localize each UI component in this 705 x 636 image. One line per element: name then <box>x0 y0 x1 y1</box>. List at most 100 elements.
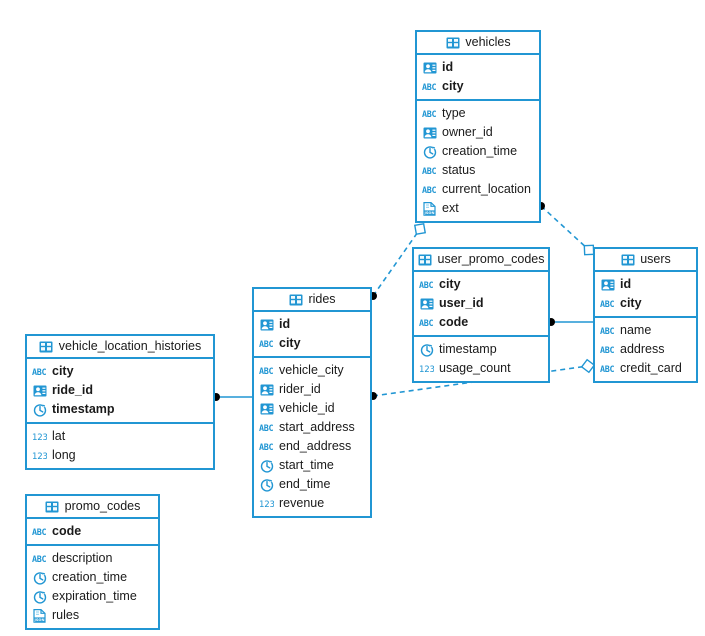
svg-text:ABC: ABC <box>600 299 614 309</box>
field-row-expiration_time[interactable]: expiration_time <box>27 587 158 606</box>
field-row-id[interactable]: id <box>417 58 539 77</box>
field-row-city[interactable]: ABC city <box>417 77 539 96</box>
field-name: type <box>442 106 466 121</box>
field-name: vehicle_id <box>279 401 335 416</box>
entity-table-users[interactable]: users id ABC city ABC name ABC address A… <box>593 247 698 383</box>
field-row-city[interactable]: ABC city <box>595 294 696 313</box>
field-row-vehicle_city[interactable]: ABC vehicle_city <box>254 361 370 380</box>
entity-header-promo_codes[interactable]: promo_codes <box>27 496 158 519</box>
field-row-id[interactable]: id <box>254 315 370 334</box>
field-row-user_id[interactable]: user_id <box>414 294 548 313</box>
entity-title: promo_codes <box>64 499 141 514</box>
entity-header-vehicles[interactable]: vehicles <box>417 32 539 55</box>
entity-header-vehicle_location_histories[interactable]: vehicle_location_histories <box>27 336 213 359</box>
field-row-current_location[interactable]: ABC current_location <box>417 180 539 199</box>
field-row-ride_id[interactable]: ride_id <box>27 381 213 400</box>
field-row-creation_time[interactable]: creation_time <box>27 568 158 587</box>
table-icon <box>445 35 460 50</box>
field-row-rider_id[interactable]: rider_id <box>254 380 370 399</box>
id-card-icon <box>600 277 615 292</box>
field-name: rules <box>52 608 80 623</box>
field-name: rider_id <box>279 382 321 397</box>
field-name: end_address <box>279 439 352 454</box>
field-row-city[interactable]: ABC city <box>414 275 548 294</box>
field-name: id <box>279 317 291 332</box>
field-row-end_address[interactable]: ABC end_address <box>254 437 370 456</box>
field-row-usage_count[interactable]: 123 usage_count <box>414 359 548 378</box>
abc-text-icon: ABC <box>422 79 437 94</box>
field-row-code[interactable]: ABC code <box>27 522 158 541</box>
primary-key-group: id ABC city <box>595 272 696 318</box>
abc-text-icon: ABC <box>600 342 615 357</box>
entity-header-user_promo_codes[interactable]: user_promo_codes <box>414 249 548 272</box>
entity-header-rides[interactable]: rides <box>254 289 370 312</box>
abc-text-icon: ABC <box>419 315 434 330</box>
field-row-id[interactable]: id <box>595 275 696 294</box>
field-row-lat[interactable]: 123 lat <box>27 427 213 446</box>
clock-icon <box>422 144 437 159</box>
field-row-rules[interactable]: JSON rules <box>27 606 158 625</box>
field-row-start_time[interactable]: start_time <box>254 456 370 475</box>
relationship-rel-vlh-rides[interactable] <box>212 393 253 401</box>
svg-text:ABC: ABC <box>259 442 273 452</box>
field-row-city[interactable]: ABC city <box>27 362 213 381</box>
field-row-revenue[interactable]: 123 revenue <box>254 494 370 513</box>
svg-text:ABC: ABC <box>600 326 614 336</box>
field-name: start_time <box>279 458 334 473</box>
svg-text:ABC: ABC <box>422 82 436 92</box>
field-row-start_address[interactable]: ABC start_address <box>254 418 370 437</box>
field-row-code[interactable]: ABC code <box>414 313 548 332</box>
entity-table-vehicle_location_histories[interactable]: vehicle_location_histories ABC city ride… <box>25 334 215 470</box>
id-card-icon <box>32 383 47 398</box>
field-row-description[interactable]: ABC description <box>27 549 158 568</box>
entity-table-vehicles[interactable]: vehicles id ABC city ABC type owner_id <box>415 30 541 223</box>
field-name: timestamp <box>52 402 115 417</box>
field-name: code <box>439 315 469 330</box>
field-row-ext[interactable]: JSON ext <box>417 199 539 218</box>
svg-text:ABC: ABC <box>259 366 273 376</box>
field-name: current_location <box>442 182 531 197</box>
relationship-rel-user_promo_codes-users[interactable] <box>547 318 594 326</box>
field-row-type[interactable]: ABC type <box>417 104 539 123</box>
field-row-city[interactable]: ABC city <box>254 334 370 353</box>
field-row-status[interactable]: ABC status <box>417 161 539 180</box>
field-row-timestamp[interactable]: timestamp <box>414 340 548 359</box>
field-name: city <box>279 336 301 351</box>
field-row-address[interactable]: ABC address <box>595 340 696 359</box>
svg-text:ABC: ABC <box>419 318 433 328</box>
abc-text-icon: ABC <box>32 551 47 566</box>
field-name: creation_time <box>52 570 128 585</box>
field-row-credit_card[interactable]: ABC credit_card <box>595 359 696 378</box>
field-row-name[interactable]: ABC name <box>595 321 696 340</box>
svg-text:ABC: ABC <box>600 364 614 374</box>
field-name: timestamp <box>439 342 497 357</box>
table-icon <box>620 252 635 267</box>
field-name: description <box>52 551 113 566</box>
svg-text:123: 123 <box>32 433 47 442</box>
field-name: start_address <box>279 420 355 435</box>
column-group: ABC vehicle_city rider_id vehicle_id ABC… <box>254 358 370 516</box>
entity-table-promo_codes[interactable]: promo_codes ABC code ABC description cre… <box>25 494 160 630</box>
svg-text:ABC: ABC <box>32 554 46 564</box>
field-name: creation_time <box>442 144 518 159</box>
field-row-creation_time[interactable]: creation_time <box>417 142 539 161</box>
123-number-icon: 123 <box>32 429 47 444</box>
field-row-owner_id[interactable]: owner_id <box>417 123 539 142</box>
json-file-icon: JSON <box>32 608 47 623</box>
abc-text-icon: ABC <box>32 364 47 379</box>
field-row-vehicle_id[interactable]: vehicle_id <box>254 399 370 418</box>
abc-text-icon: ABC <box>32 524 47 539</box>
primary-key-group: ABC city ride_id timestamp <box>27 359 213 424</box>
field-row-long[interactable]: 123 long <box>27 446 213 465</box>
field-row-end_time[interactable]: end_time <box>254 475 370 494</box>
field-name: city <box>442 79 464 94</box>
relationship-square-marker <box>413 222 427 236</box>
svg-text:JSON: JSON <box>424 211 435 215</box>
entity-header-users[interactable]: users <box>595 249 696 272</box>
entity-table-rides[interactable]: rides id ABC city ABC vehicle_city rider… <box>252 287 372 518</box>
table-icon <box>418 252 433 267</box>
entity-table-user_promo_codes[interactable]: user_promo_codes ABC city user_id ABC co… <box>412 247 550 383</box>
field-name: lat <box>52 429 66 444</box>
field-row-timestamp[interactable]: timestamp <box>27 400 213 419</box>
id-card-icon <box>259 401 274 416</box>
